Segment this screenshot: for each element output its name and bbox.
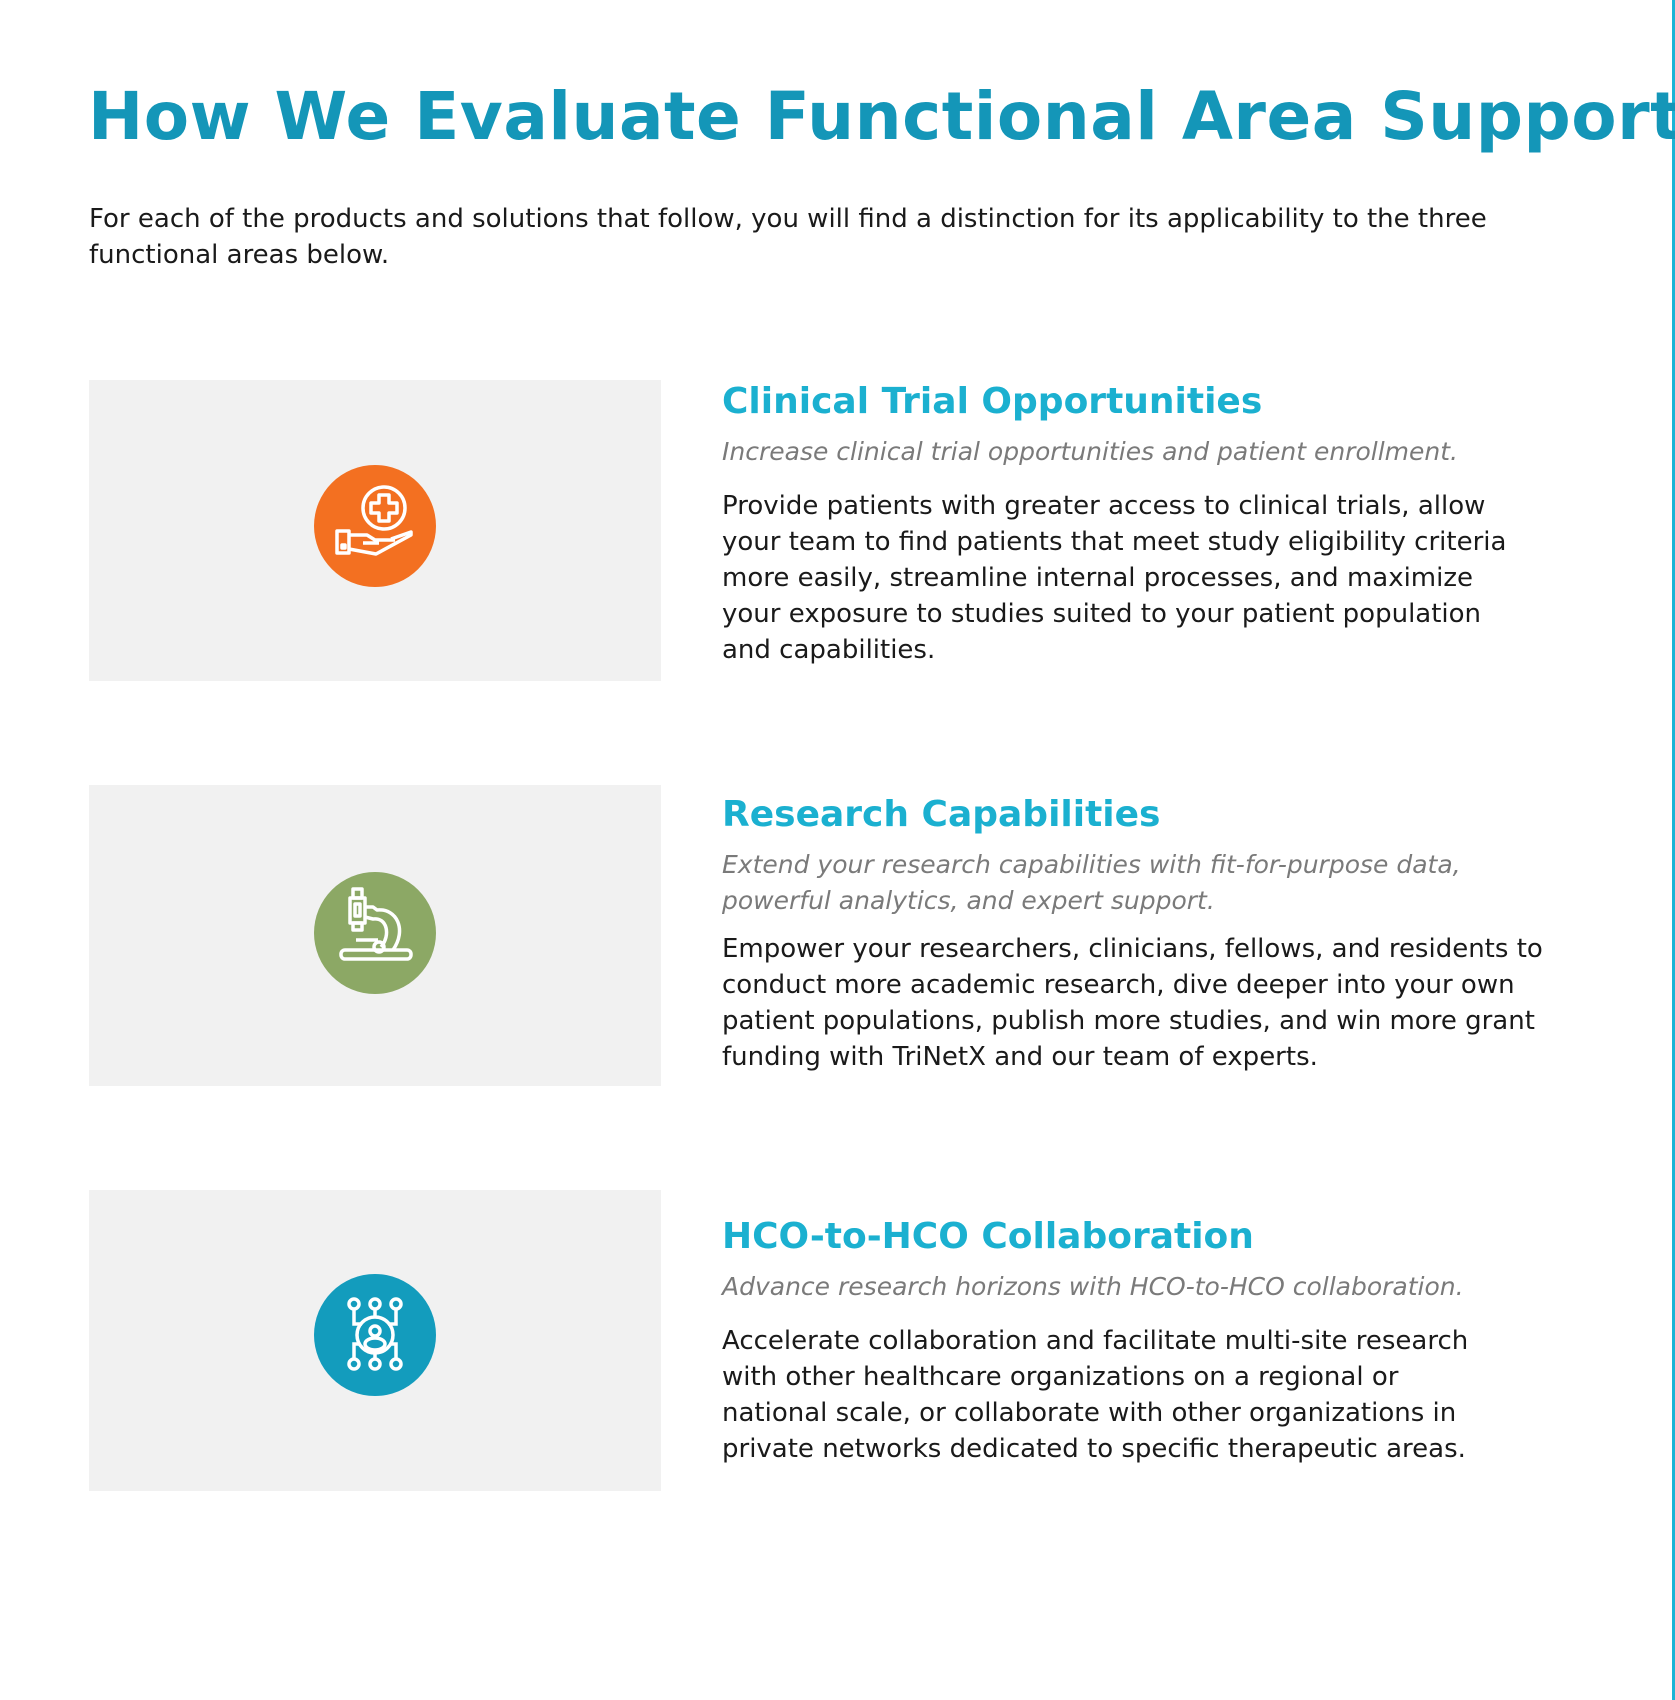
section-research: Research Capabilities Extend your resear… bbox=[722, 791, 1602, 1075]
page-title: How We Evaluate Functional Area Support bbox=[88, 78, 1675, 155]
section-heading: Clinical Trial Opportunities bbox=[722, 381, 1263, 422]
section-heading: HCO-to-HCO Collaboration bbox=[722, 1216, 1254, 1257]
body-line: funding with TriNetX and our team of exp… bbox=[722, 1042, 1318, 1072]
network-person-icon bbox=[314, 1274, 436, 1396]
body-line: national scale, or collaborate with othe… bbox=[722, 1398, 1457, 1428]
body-line: and capabilities. bbox=[722, 635, 936, 665]
body-line: Empower your researchers, clinicians, fe… bbox=[722, 934, 1543, 964]
section-body: Accelerate collaboration and facilitate … bbox=[722, 1323, 1602, 1467]
icon-panel-research bbox=[89, 785, 661, 1086]
section-collaboration: HCO-to-HCO Collaboration Advance researc… bbox=[722, 1213, 1602, 1467]
icon-panel-clinical bbox=[89, 380, 661, 681]
body-line: patient populations, publish more studie… bbox=[722, 1006, 1535, 1036]
body-line: your team to find patients that meet stu… bbox=[722, 527, 1507, 557]
body-line: conduct more academic research, dive dee… bbox=[722, 970, 1515, 1000]
subtitle-line: Advance research horizons with HCO-to-HC… bbox=[722, 1272, 1464, 1301]
section-clinical-trial: Clinical Trial Opportunities Increase cl… bbox=[722, 378, 1602, 668]
intro-text: For each of the products and solutions t… bbox=[89, 201, 1487, 273]
section-subtitle: Advance research horizons with HCO-to-HC… bbox=[722, 1269, 1602, 1305]
body-line: more easily, streamline internal process… bbox=[722, 563, 1474, 593]
hand-medical-cross-icon bbox=[314, 465, 436, 587]
page-edge-line bbox=[1672, 0, 1675, 1700]
section-heading: Research Capabilities bbox=[722, 794, 1161, 835]
section-body: Empower your researchers, clinicians, fe… bbox=[722, 931, 1602, 1075]
subtitle-line: Extend your research capabilities with f… bbox=[722, 850, 1461, 879]
section-subtitle: Increase clinical trial opportunities an… bbox=[722, 434, 1602, 470]
section-body: Provide patients with greater access to … bbox=[722, 488, 1602, 668]
intro-line: functional areas below. bbox=[89, 240, 390, 270]
body-line: your exposure to studies suited to your … bbox=[722, 599, 1482, 629]
body-line: Provide patients with greater access to … bbox=[722, 491, 1486, 521]
body-line: with other healthcare organizations on a… bbox=[722, 1362, 1399, 1392]
intro-line: For each of the products and solutions t… bbox=[89, 204, 1487, 234]
body-line: private networks dedicated to specific t… bbox=[722, 1434, 1466, 1464]
subtitle-line: Increase clinical trial opportunities an… bbox=[722, 437, 1458, 466]
section-subtitle: Extend your research capabilities with f… bbox=[722, 847, 1602, 919]
microscope-icon bbox=[314, 872, 436, 994]
body-line: Accelerate collaboration and facilitate … bbox=[722, 1326, 1469, 1356]
icon-panel-collaboration bbox=[89, 1190, 661, 1491]
subtitle-line: powerful analytics, and expert support. bbox=[722, 886, 1215, 915]
